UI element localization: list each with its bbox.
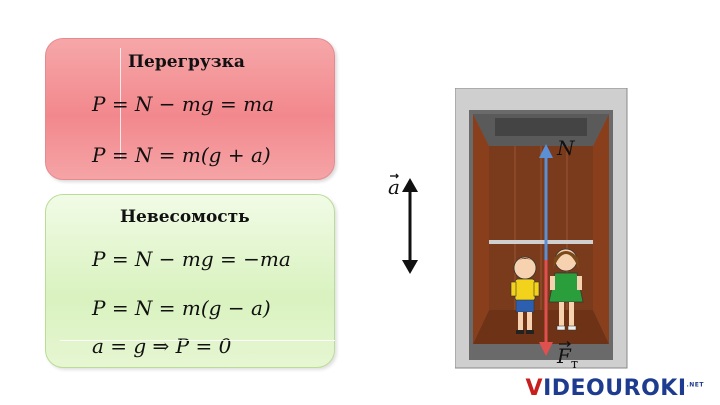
elevator-right-wall — [593, 114, 609, 344]
panel-divider-line — [60, 340, 335, 341]
weightlessness-panel — [45, 194, 335, 368]
arrow-down-icon — [539, 342, 553, 356]
elevator-floor — [473, 310, 609, 344]
arrow-up-icon — [539, 144, 553, 158]
elevator-left-wall — [473, 114, 489, 344]
arrow-head-icon — [390, 173, 399, 179]
panel-divider-line — [120, 48, 121, 160]
normal-force-label: N — [557, 136, 575, 160]
acceleration-arrow-diagram: a — [388, 173, 418, 274]
weightlessness-formula-2: P = N = m(g − a) — [92, 296, 271, 320]
overload-panel — [45, 38, 335, 180]
elevator-illustration — [455, 88, 628, 369]
weightlessness-title: Невесомость — [120, 207, 250, 227]
elevator-light — [495, 118, 587, 136]
overload-title: Перегрузка — [128, 52, 245, 72]
girl-figure — [548, 248, 584, 331]
weightlessness-formula-3: a = g ⇒ P = 0 — [92, 334, 232, 358]
elevator-handrail — [489, 240, 593, 244]
videouroki-logo: VIDEOUROKI.NET — [525, 376, 704, 401]
vector-arrow-icon — [559, 341, 571, 347]
boy-figure — [510, 256, 540, 334]
gravity-force-label: Fт — [557, 344, 579, 372]
overload-formula-2: P = N = m(g + a) — [92, 143, 271, 167]
acceleration-label: a — [388, 175, 400, 199]
arrow-down-icon — [402, 260, 418, 274]
weightlessness-formula-1: P = N − mg = −ma — [92, 247, 291, 271]
overload-formula-1: P = N − mg = ma — [92, 92, 275, 116]
arrow-up-icon — [402, 178, 418, 192]
